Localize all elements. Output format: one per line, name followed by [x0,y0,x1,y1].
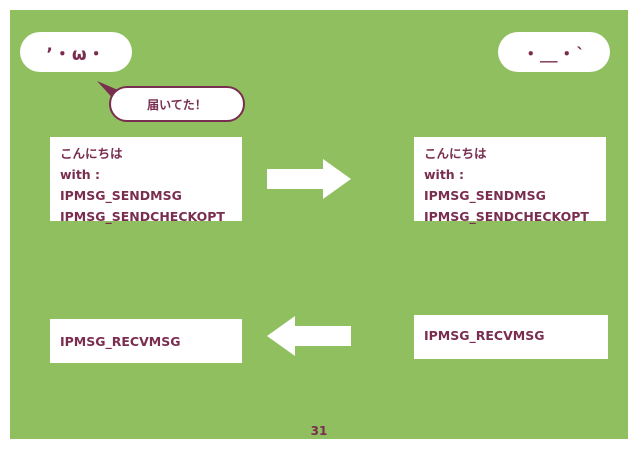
reply-card-left: IPMSG_RECVMSG [50,319,242,363]
reply-text: IPMSG_RECVMSG [424,328,545,343]
card-line: IPMSG_SENDMSG [60,188,182,203]
card-line: with : [424,167,465,182]
slide-background [10,10,628,439]
left-face-bubble: ’・ω・ [20,32,132,72]
sender-message-card: こんにちは with : IPMSG_SENDMSG IPMSG_SENDCHE… [50,137,242,224]
receiver-message-card: こんにちは with : IPMSG_SENDMSG IPMSG_SENDCHE… [414,137,606,224]
right-face-bubble: ・＿・` [498,32,610,72]
arrow-left-icon [267,316,351,356]
card-line: こんにちは [60,146,123,161]
reply-card-right: IPMSG_RECVMSG [414,315,608,359]
card-line: IPMSG_SENDCHECKOPT [424,209,589,224]
page-number: 31 [310,424,328,438]
card-line: IPMSG_SENDMSG [424,188,546,203]
speech-bubble: 届いてた！ [109,86,245,122]
card-line: with : [60,167,101,182]
reply-text: IPMSG_RECVMSG [60,334,181,349]
arrow-right-icon [267,159,351,199]
card-line: こんにちは [424,146,487,161]
card-line: IPMSG_SENDCHECKOPT [60,209,225,224]
